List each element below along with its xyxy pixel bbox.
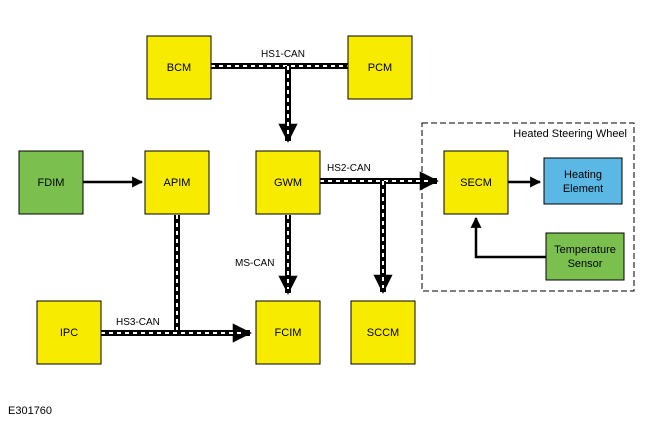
fdim-label: FDIM (38, 177, 65, 189)
apim-label: APIM (164, 177, 191, 189)
bus-labels: HS1-CAN HS2-CAN HS3-CAN MS-CAN (116, 49, 371, 328)
module-fdim[interactable]: FDIM (18, 150, 84, 215)
module-fcim[interactable]: FCIM (255, 300, 321, 365)
module-heating-element[interactable]: Heating Element (543, 157, 623, 205)
bcm-label: BCM (167, 62, 191, 74)
can-bus-lines (101, 63, 439, 343)
module-apim[interactable]: APIM (144, 150, 210, 215)
figure-id: E301760 (8, 405, 53, 417)
pcm-label: PCM (368, 62, 392, 74)
module-bcm[interactable]: BCM (146, 35, 212, 100)
heating-element-label-line1: Heating (564, 169, 602, 181)
temperature-sensor-label-line2: Sensor (568, 258, 603, 270)
ipc-label: IPC (60, 327, 78, 339)
hs2-can-label: HS2-CAN (327, 163, 371, 174)
hs3-can-label: HS3-CAN (116, 317, 160, 328)
hs2-can-bus (320, 171, 439, 294)
module-ipc[interactable]: IPC (36, 300, 102, 365)
secm-label: SECM (460, 177, 492, 189)
group-border (421, 122, 635, 292)
heating-element-label-line2: Element (563, 183, 603, 195)
fcim-label: FCIM (275, 327, 302, 339)
group-label: Heated Steering Wheel (513, 128, 627, 140)
module-temperature-sensor[interactable]: Temperature Sensor (545, 232, 625, 281)
sccm-label: SCCM (367, 327, 399, 339)
module-gwm[interactable]: GWM (255, 150, 321, 215)
hs1-can-bus (211, 63, 348, 143)
hardwired-lines (83, 176, 546, 259)
module-sccm[interactable]: SCCM (350, 300, 416, 365)
temperature-sensor-label-line1: Temperature (554, 244, 616, 256)
hs3-can-bus (101, 215, 252, 343)
heated-steering-wheel-group: Heated Steering Wheel (421, 122, 635, 292)
temperature-sensor-to-secm-line (470, 216, 546, 259)
module-pcm[interactable]: PCM (347, 35, 413, 100)
ms-can-label: MS-CAN (235, 258, 274, 269)
hs1-can-label: HS1-CAN (261, 49, 305, 60)
module-secm[interactable]: SECM (443, 150, 509, 215)
gwm-label: GWM (274, 177, 302, 189)
